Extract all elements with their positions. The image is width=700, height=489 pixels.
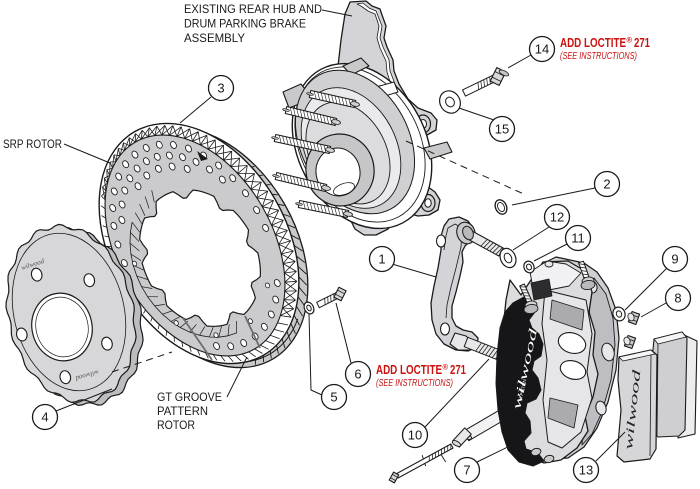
svg-text:ADD LOCTITE: ADD LOCTITE bbox=[560, 36, 626, 50]
svg-text:8: 8 bbox=[674, 291, 681, 306]
svg-text:EXISTING REAR HUB AND: EXISTING REAR HUB AND bbox=[184, 2, 322, 16]
svg-text:271: 271 bbox=[634, 36, 650, 50]
svg-text:ASSEMBLY: ASSEMBLY bbox=[184, 31, 245, 45]
svg-text:271: 271 bbox=[450, 363, 466, 377]
svg-text:12: 12 bbox=[550, 210, 564, 225]
svg-text:®: ® bbox=[627, 36, 633, 45]
svg-text:2: 2 bbox=[603, 177, 610, 192]
svg-text:9: 9 bbox=[671, 252, 678, 267]
svg-text:13: 13 bbox=[579, 463, 593, 478]
svg-text:SRP ROTOR: SRP ROTOR bbox=[3, 137, 62, 151]
svg-text:1: 1 bbox=[378, 252, 385, 267]
svg-text:5: 5 bbox=[330, 390, 337, 405]
svg-text:15: 15 bbox=[495, 122, 509, 137]
svg-text:ADD LOCTITE: ADD LOCTITE bbox=[376, 363, 442, 377]
svg-text:®: ® bbox=[443, 363, 449, 372]
svg-text:GT GROOVE: GT GROOVE bbox=[157, 390, 222, 404]
svg-text:3: 3 bbox=[217, 81, 224, 96]
svg-text:14: 14 bbox=[535, 42, 549, 57]
svg-text:ROTOR: ROTOR bbox=[157, 418, 195, 432]
svg-text:(SEE INSTRUCTIONS): (SEE INSTRUCTIONS) bbox=[376, 377, 453, 389]
svg-text:6: 6 bbox=[354, 367, 361, 382]
svg-text:(SEE INSTRUCTIONS): (SEE INSTRUCTIONS) bbox=[560, 50, 637, 62]
svg-text:7: 7 bbox=[463, 463, 470, 478]
svg-text:DRUM PARKING BRAKE: DRUM PARKING BRAKE bbox=[184, 17, 306, 31]
svg-text:4: 4 bbox=[41, 410, 48, 425]
svg-text:10: 10 bbox=[408, 428, 422, 443]
svg-text:11: 11 bbox=[571, 231, 585, 246]
svg-text:PATTERN: PATTERN bbox=[157, 404, 208, 418]
